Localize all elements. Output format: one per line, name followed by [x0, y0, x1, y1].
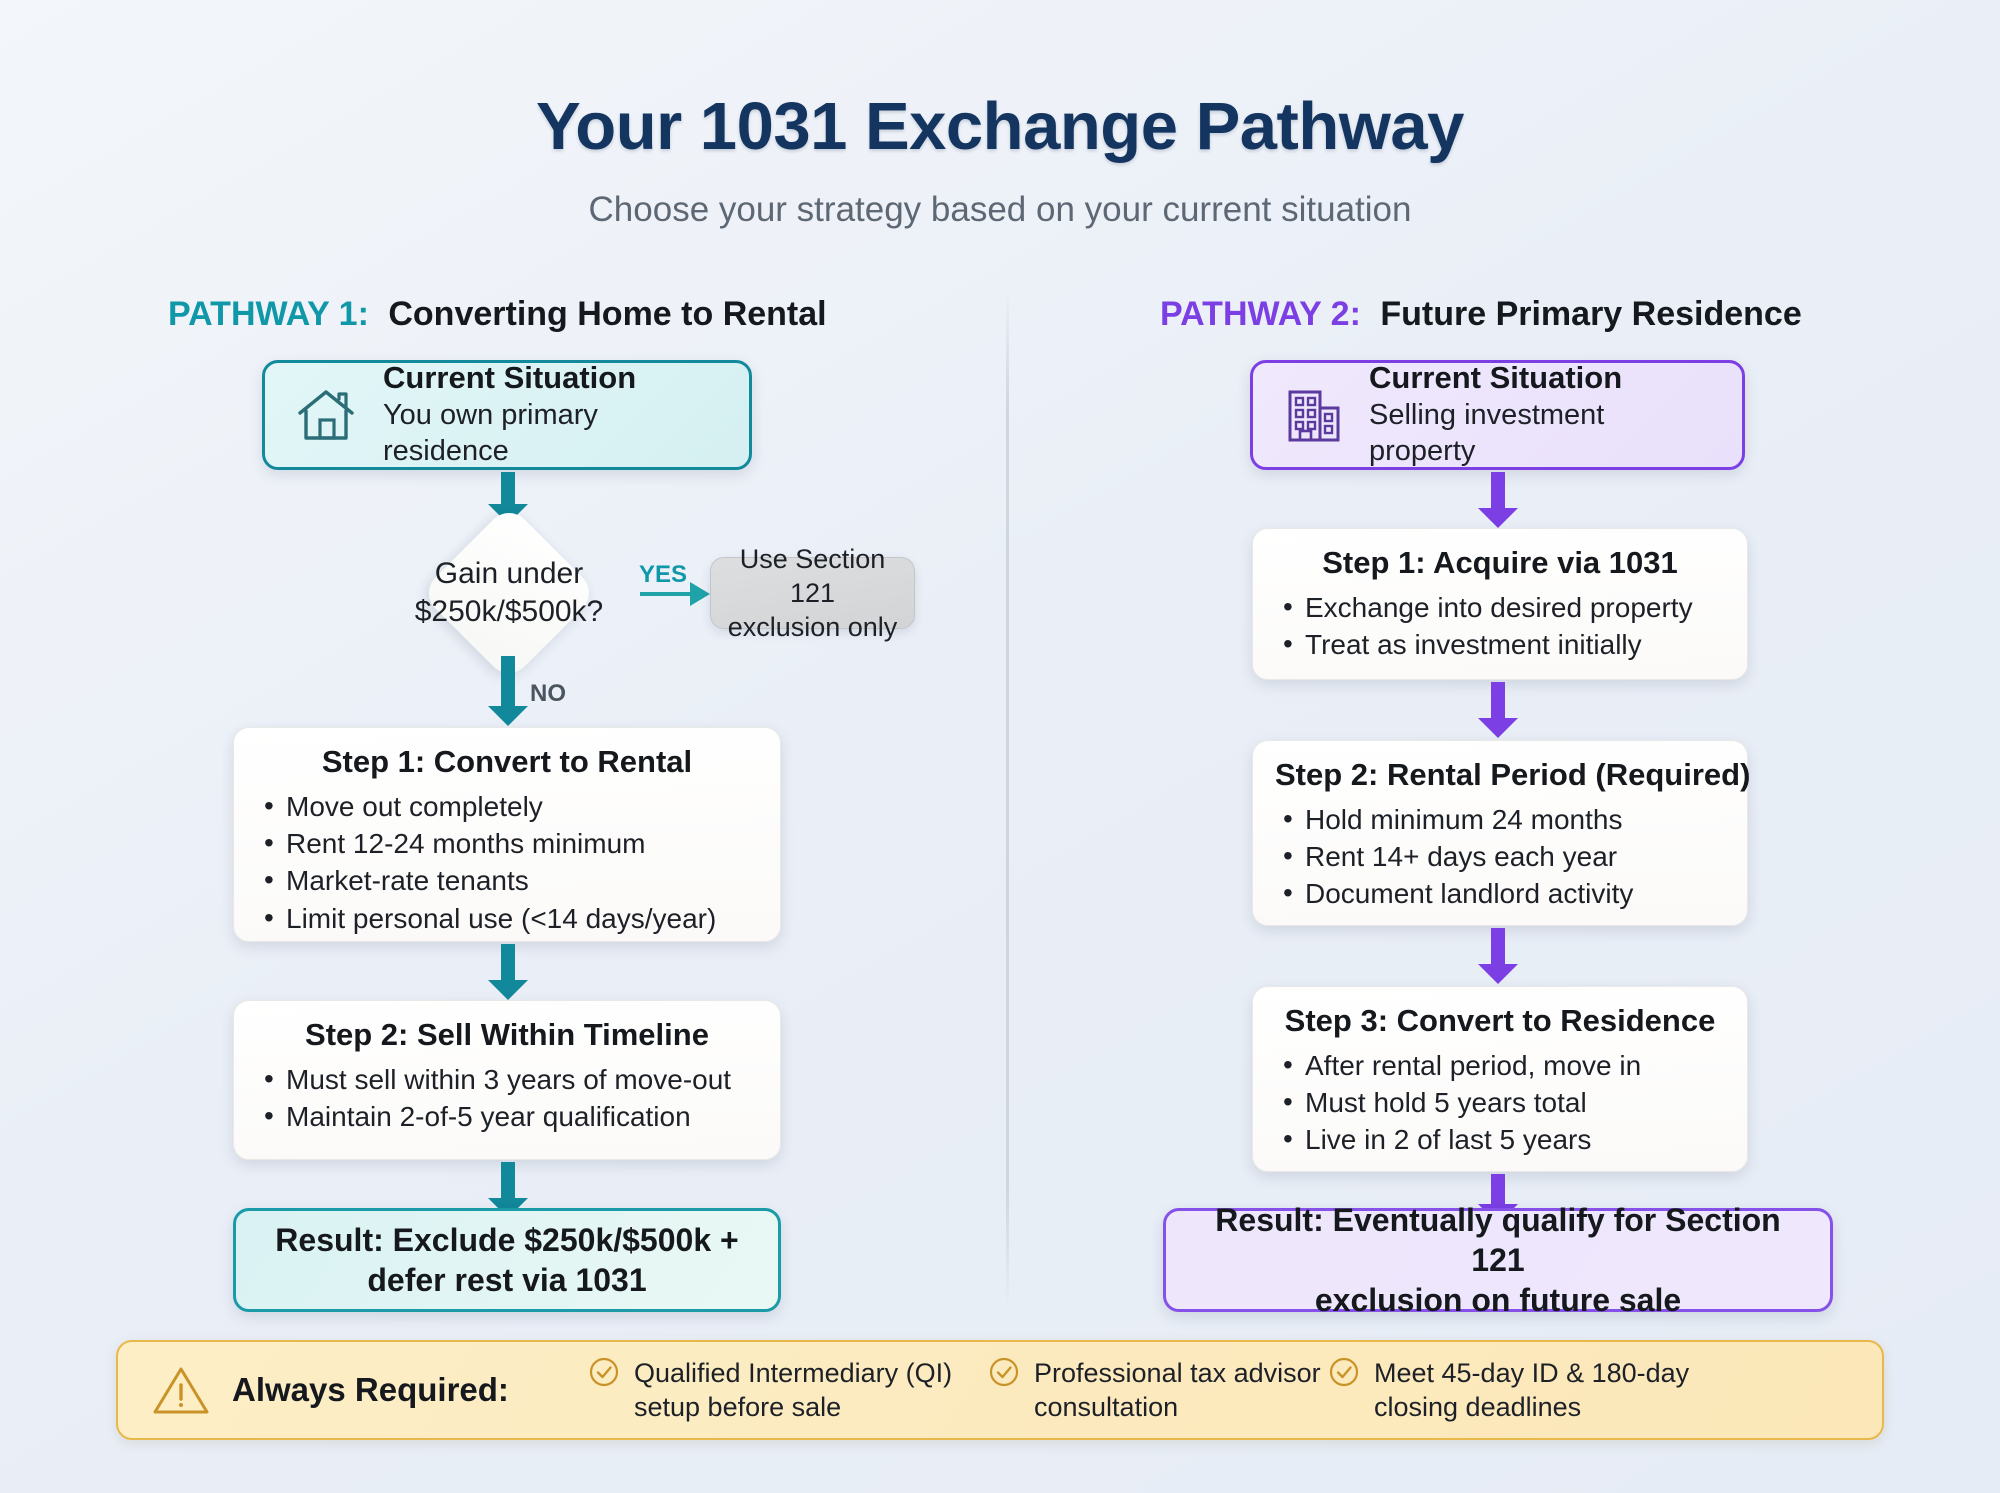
pathway-2-result: Result: Eventually qualify for Section 1…: [1163, 1202, 1833, 1318]
pathway-2-step-3: Step 3: Convert to Residence After renta…: [1252, 986, 1748, 1172]
result-line-2: defer rest via 1031: [367, 1262, 647, 1298]
yes-outcome-box: Use Section 121 exclusion only: [710, 544, 915, 642]
list-item: Must sell within 3 years of move-out: [256, 1060, 758, 1098]
requirement-line-2: setup before sale: [634, 1392, 842, 1422]
result-line-1: Result: Exclude $250k/$500k +: [275, 1221, 739, 1258]
building-icon: [1283, 386, 1343, 444]
pathway-2-current-situation: Current Situation Selling investment pro…: [1250, 360, 1745, 470]
yes-label: YES: [639, 561, 688, 588]
requirement-line-1: Professional tax advisor: [1034, 1357, 1321, 1388]
pathway-1-step-1: Step 1: Convert to Rental Move out compl…: [233, 727, 781, 942]
house-icon: [295, 386, 357, 444]
arrow-p2-step1-to-step2: [1478, 682, 1518, 738]
pathway-1-header: PATHWAY 1: Converting Home to Rental: [168, 295, 827, 334]
step-bullet-list: After rental period, move in Must hold 5…: [1275, 1046, 1725, 1159]
no-label: NO: [530, 680, 566, 707]
list-item: Maintain 2-of-5 year qualification: [256, 1097, 758, 1135]
requirement-item-3: Meet 45-day ID & 180-day closing deadlin…: [1328, 1356, 1708, 1424]
always-required-bar: Always Required: Qualified Intermediary …: [116, 1340, 1884, 1440]
warning-triangle-icon: [152, 1364, 210, 1416]
page-subtitle: Choose your strategy based on your curre…: [588, 190, 1412, 229]
requirement-item-2: Professional tax advisor consultation: [988, 1356, 1328, 1424]
always-required-label: Always Required:: [232, 1371, 509, 1408]
pathway-1-current-situation: Current Situation You own primary reside…: [262, 360, 752, 470]
yes-outcome-line-1: Use Section 121: [739, 543, 886, 608]
arrow-p2-situation-to-step1: [1478, 472, 1518, 528]
list-item: Market-rate tenants: [256, 861, 758, 899]
yes-outcome-line-2: exclusion only: [727, 612, 898, 643]
list-item: Move out completely: [256, 787, 758, 825]
check-circle-icon: [1328, 1356, 1360, 1388]
situation-title: Current Situation: [383, 360, 637, 396]
result-line-2: exclusion on future sale: [1314, 1282, 1682, 1319]
step-heading: Step 1: Convert to Rental: [321, 744, 693, 779]
step-bullet-list: Exchange into desired property Treat as …: [1275, 588, 1725, 663]
step-bullet-list: Move out completely Rent 12-24 months mi…: [256, 787, 758, 937]
always-required-lead: Always Required:: [118, 1364, 588, 1416]
requirement-text: Meet 45-day ID & 180-day closing deadlin…: [1374, 1356, 1689, 1424]
requirement-text: Professional tax advisor consultation: [1034, 1356, 1321, 1424]
list-item: Rent 14+ days each year: [1275, 837, 1725, 875]
step-bullet-list: Must sell within 3 years of move-out Mai…: [256, 1060, 758, 1135]
pathway-2-name: Future Primary Residence: [1380, 295, 1802, 333]
requirement-line-2: consultation: [1034, 1392, 1179, 1422]
arrow-p1-no: [488, 656, 528, 726]
check-circle-icon: [588, 1356, 620, 1388]
pathway-2-tag: PATHWAY 2:: [1160, 295, 1361, 333]
step-bullet-list: Hold minimum 24 months Rent 14+ days eac…: [1275, 800, 1725, 913]
pathway-1-result: Result: Exclude $250k/$500k + defer rest…: [233, 1208, 781, 1312]
diamond-label: Gain under $250k/$500k?: [374, 528, 644, 658]
list-item: Hold minimum 24 months: [1275, 800, 1725, 838]
step-heading: Step 3: Convert to Residence: [1284, 1003, 1716, 1038]
list-item: Limit personal use (<14 days/year): [256, 899, 758, 937]
decision-diamond: Gain under $250k/$500k?: [374, 503, 644, 683]
situation-text-block: Current Situation You own primary reside…: [383, 360, 719, 469]
pathway-1-name: Converting Home to Rental: [388, 295, 827, 333]
list-item: Rent 12-24 months minimum: [256, 824, 758, 862]
arrow-p2-step2-to-step3: [1478, 928, 1518, 984]
requirement-line-2: closing deadlines: [1374, 1392, 1582, 1422]
requirement-line-1: Meet 45-day ID & 180-day: [1374, 1357, 1690, 1388]
list-item: Exchange into desired property: [1275, 588, 1725, 626]
decision-line-2: $250k/$500k?: [414, 595, 604, 628]
step-heading: Step 1: Acquire via 1031: [1322, 545, 1678, 580]
requirement-text: Qualified Intermediary (QI) setup before…: [634, 1356, 952, 1424]
situation-title: Current Situation: [1369, 360, 1623, 396]
pathway-2-header: PATHWAY 2: Future Primary Residence: [1160, 295, 1802, 334]
arrow-p1-yes: [640, 582, 710, 606]
situation-text-block: Current Situation Selling investment pro…: [1369, 360, 1712, 469]
check-circle-icon: [988, 1356, 1020, 1388]
pathway-1-step-2: Step 2: Sell Within Timeline Must sell w…: [233, 1000, 781, 1160]
situation-detail: You own primary residence: [383, 399, 598, 468]
step-heading: Step 2: Sell Within Timeline: [305, 1017, 709, 1052]
requirement-item-1: Qualified Intermediary (QI) setup before…: [588, 1356, 988, 1424]
result-line-1: Result: Eventually qualify for Section 1…: [1215, 1201, 1781, 1278]
pathway-2-step-1: Step 1: Acquire via 1031 Exchange into d…: [1252, 528, 1748, 680]
arrow-p1-step1-to-step2: [488, 944, 528, 1000]
list-item: Live in 2 of last 5 years: [1275, 1120, 1725, 1158]
list-item: Document landlord activity: [1275, 874, 1725, 912]
list-item: Must hold 5 years total: [1275, 1083, 1725, 1121]
column-divider: [1006, 288, 1009, 1310]
list-item: After rental period, move in: [1275, 1046, 1725, 1084]
page-title: Your 1031 Exchange Pathway: [536, 89, 1464, 164]
pathway-2-step-2: Step 2: Rental Period (Required) Hold mi…: [1252, 740, 1751, 926]
situation-detail: Selling investment property: [1369, 399, 1605, 468]
pathway-1-tag: PATHWAY 1:: [168, 295, 369, 333]
requirement-line-1: Qualified Intermediary (QI): [634, 1357, 953, 1388]
list-item: Treat as investment initially: [1275, 625, 1725, 663]
step-heading: Step 2: Rental Period (Required): [1275, 757, 1751, 792]
decision-line-1: Gain under: [434, 556, 584, 590]
